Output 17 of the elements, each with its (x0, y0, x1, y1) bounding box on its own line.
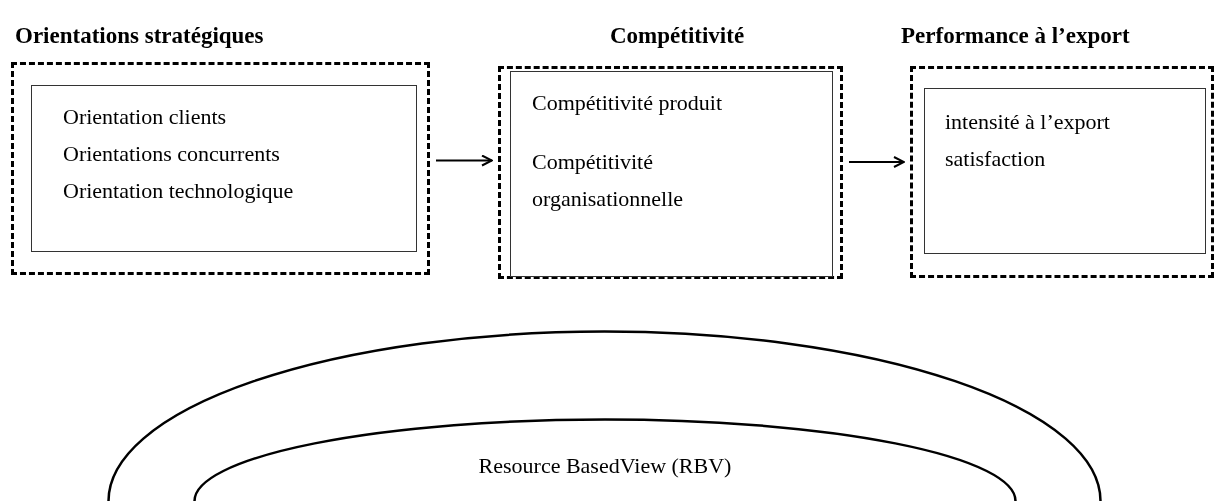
group-heading: Performance à l’export (901, 22, 1130, 50)
arch-label: Resource BasedView (RBV) (477, 452, 733, 480)
concept-text: Compétitivité produit (532, 89, 724, 117)
arrow (848, 156, 905, 168)
arrow (435, 154, 493, 167)
concept-box (31, 85, 417, 252)
arch-shape (193, 418, 1017, 501)
concept-box (924, 88, 1206, 254)
group-heading: Compétitivité (610, 22, 745, 50)
arch-shape (107, 330, 1102, 501)
concept-text: Compétitivité organisationnelle (532, 148, 685, 213)
concept-text: Orientation clients (63, 103, 228, 131)
concept-text: intensité à l’export (945, 108, 1111, 136)
group-heading: Orientations stratégiques (15, 22, 264, 50)
concept-text: satisfaction (945, 145, 1047, 173)
concept-text: Orientation technologique (63, 177, 295, 205)
concept-text: Orientations concurrents (63, 140, 281, 168)
